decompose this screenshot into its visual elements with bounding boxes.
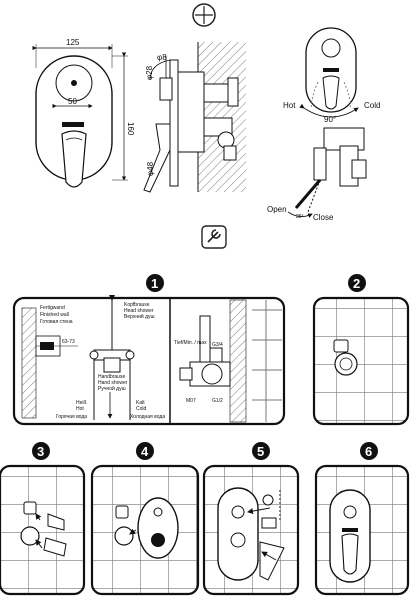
kopfbrause-de: Kopfbrause (124, 302, 150, 308)
finished-wall-en: Finished wall (40, 312, 69, 318)
m07-label: M07 (186, 398, 196, 404)
kopfbrause-ru: Верхний душ (124, 313, 155, 320)
kalt-ru: Холодная вода (130, 414, 165, 420)
g-size-label: G1/2 (212, 398, 223, 404)
heiss-de: Heiß (76, 400, 87, 406)
angle-25: 25° (296, 214, 304, 220)
step-number: 5 (257, 444, 264, 459)
step-marker-5: 5 (252, 442, 270, 460)
dim-phi8: φ8 (157, 53, 167, 62)
step1-panel: Fertigwand Finished wall Готовая стена 6… (12, 295, 286, 426)
wrench-icon (201, 225, 227, 249)
dim-inner: 50 (68, 97, 77, 106)
kalt-de: Kalt (136, 400, 145, 406)
finished-wall-ru: Готовая стена (40, 319, 73, 325)
dim-width: 125 (66, 38, 80, 47)
handbrause-ru: Ручной душ (98, 385, 126, 392)
finished-wall-de: Fertigwand (40, 305, 65, 311)
g34-label: G3/4 (212, 342, 223, 348)
dim-height: 160 (126, 122, 135, 136)
front-view: 125 50 160 (32, 38, 135, 188)
step-marker-6: 6 (360, 442, 378, 460)
step-number: 3 (37, 444, 44, 459)
step4-panel (90, 464, 200, 596)
top-symbol-icon (192, 3, 216, 27)
step-number: 4 (141, 444, 149, 459)
step-marker-1: 1 (146, 274, 164, 292)
step-markers: 1 2 3 4 5 6 (32, 274, 378, 460)
kopfbrause-en: Head shower (124, 308, 154, 314)
step-number: 6 (365, 444, 372, 459)
step5-panel (202, 464, 300, 596)
tiefe-label: Tief/Min. / max (174, 340, 207, 346)
step-marker-4: 4 (136, 442, 154, 460)
step3-panel (0, 464, 86, 596)
label-cold: Cold (364, 101, 380, 110)
heiss-ru: Горячая вода (56, 414, 87, 420)
step-marker-2: 2 (348, 274, 366, 292)
lever-view: Open Close 25° (267, 127, 367, 222)
step6-panel (314, 464, 410, 596)
label-hot: Hot (283, 101, 296, 110)
label-open: Open (267, 205, 287, 214)
dim-phi28: φ28 (145, 65, 154, 80)
heiss-en: Hot (76, 406, 84, 412)
range-label: 63-73 (62, 339, 75, 345)
handbrause-de: Handbrause (98, 374, 125, 380)
kalt-en: Cold (136, 406, 147, 412)
dim-phi48: φ48 (146, 161, 155, 176)
side-view: φ8 φ28 φ48 (143, 42, 246, 193)
label-close: Close (313, 213, 334, 222)
rotation-view: Hot Cold 90° (283, 27, 380, 124)
handbrause-en: Hand shower (98, 380, 128, 386)
step-number: 2 (353, 276, 360, 291)
step-marker-3: 3 (32, 442, 50, 460)
step-number: 1 (151, 276, 158, 291)
step2-panel (312, 296, 410, 426)
angle-90: 90° (324, 115, 336, 124)
